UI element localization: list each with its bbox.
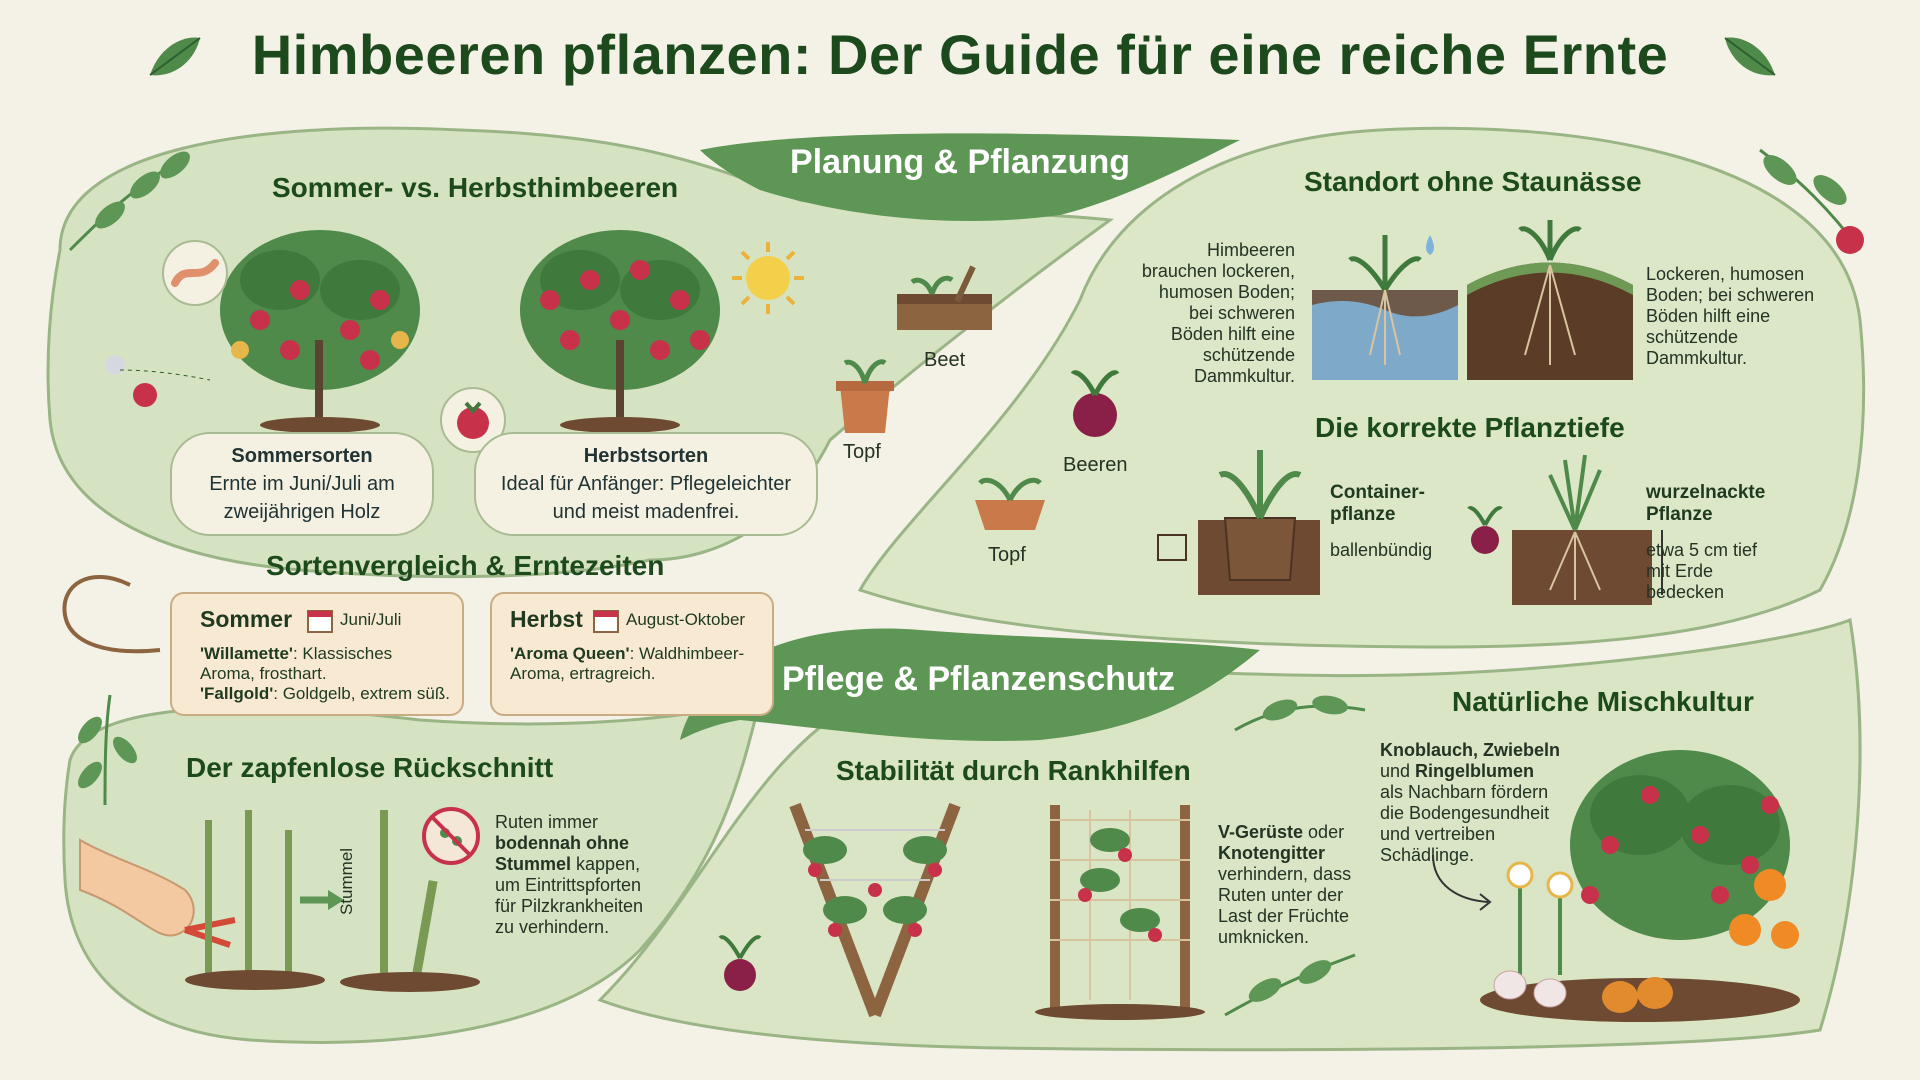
beet-root-icon (718, 935, 762, 991)
knot-trellis-illustration (1035, 805, 1205, 1020)
pruning-hand-illustration (79, 810, 325, 990)
mischkultur-mid: und (1380, 761, 1416, 781)
companion-planting-illustration (1480, 750, 1800, 1022)
sommersorten-text: Ernte im Juni/Juli am zweijährigen Holz (209, 473, 395, 523)
sommer-tag-title: Sommer (200, 606, 293, 632)
wurzel-title: wurzelnackte Pflanze (1646, 482, 1766, 525)
rueckschnitt-pre: Ruten immer (495, 812, 599, 832)
standort-heading: Standort ohne Staunässe (1304, 166, 1642, 197)
arrow-right-icon (300, 890, 344, 910)
fallgold-label: 'Fallgold' (200, 684, 274, 703)
standort-right-text: Lockeren, humosen Boden; bei schweren Bö… (1646, 264, 1815, 368)
knoblauch-label: Knoblauch, Zwiebeln (1380, 740, 1561, 760)
pflanztiefe-heading: Die korrekte Pflanztiefe (1315, 412, 1625, 443)
willamette-text: : Klassisches Aroma, frosthart. (200, 644, 393, 683)
no-fungus-icon (422, 807, 480, 865)
leaf-branch-icon (68, 151, 190, 252)
mischkultur-text: Knoblauch, Zwiebeln und Ringelblumen als… (1380, 740, 1560, 866)
flower-pot-icon (836, 359, 894, 433)
beet-root-icon (1070, 370, 1120, 437)
sommer-herbst-heading: Sommer- vs. Herbsthimbeeren (272, 172, 679, 203)
wurzel-text: etwa 5 cm tief mit Erde bedecken (1646, 540, 1758, 602)
raspberry-bush-summer-illustration (220, 230, 420, 433)
healthy-soil-illustration (1467, 220, 1633, 380)
herbstsorten-bubble: Herbstsorten Ideal für Anfänger: Pflegel… (474, 432, 818, 536)
rueckschnitt-bold: bodennah ohne Stummel (495, 833, 629, 874)
raspberry-bush-autumn-illustration (520, 230, 720, 433)
calendar-icon (593, 610, 619, 633)
section-planung: Planung & Pflanzung (790, 143, 1130, 181)
leaf-icon (149, 37, 201, 76)
mischkultur-rest: als Nachbarn fördern die Bodengesundheit… (1380, 782, 1550, 865)
rankhilfen-text: V-Gerüste oder Knotengitter verhindern, … (1218, 822, 1368, 948)
raspberry-icon (440, 387, 506, 453)
topf-label: Topf (843, 441, 881, 463)
herbst-tag-date: August-Oktober (626, 610, 746, 629)
beet-root-icon (1467, 506, 1503, 554)
sommersorten-bubble: Sommersorten Ernte im Juni/Juli am zweij… (170, 432, 434, 536)
leaf-branch-icon (1224, 953, 1356, 1017)
page-title: Himbeeren pflanzen: Der Guide für eine r… (251, 23, 1669, 86)
rankhilfen-rest: verhindern, dass Ruten unter der Last de… (1218, 864, 1352, 947)
calendar-icon (307, 610, 333, 633)
sortenvergleich-heading: Sortenvergleich & Erntezeiten (266, 550, 665, 581)
ringelblumen-label: Ringelblumen (1415, 761, 1535, 781)
leaf-branch-icon (1234, 695, 1366, 732)
aroma-queen-label: 'Aroma Queen' (510, 644, 630, 663)
mischkultur-heading: Natürliche Mischkultur (1452, 686, 1754, 717)
section-pflege: Pflege & Pflanzenschutz (782, 660, 1175, 698)
herbstsorten-title: Herbstsorten (583, 445, 709, 467)
beeren-label: Beeren (1063, 454, 1128, 476)
rankhilfen-heading: Stabilität durch Rankhilfen (836, 755, 1191, 786)
tag-string-icon (62, 574, 161, 654)
standort-left-text: Himbeeren brauchen lockeren, humosen Bod… (1141, 240, 1295, 386)
topf2-label: Topf (988, 544, 1026, 566)
sommer-tag: Sommer Juni/Juli 'Willamette': Klassisch… (170, 592, 464, 716)
sommersorten-title: Sommersorten (231, 445, 373, 467)
rankhilfen-mid: oder (1303, 822, 1345, 842)
knotengitter-label: Knotengitter (1218, 843, 1325, 863)
sun-icon (732, 242, 804, 314)
herbst-tag-title: Herbst (510, 606, 583, 632)
fallgold-text: : Goldgelb, extrem süß. (273, 684, 450, 703)
stummel-label: Stummel (337, 847, 356, 915)
aroma-queen-text: : Waldhimbeer-Aroma, ertragreich. (510, 644, 745, 683)
waterlogged-soil-illustration (1312, 235, 1458, 380)
curved-arrow-icon (1432, 854, 1492, 911)
container-text: ballenbündig (1330, 540, 1433, 560)
beet-label: Beet (924, 349, 966, 371)
sommer-tag-body: 'Willamette': Klassisches Aroma, frostha… (200, 644, 450, 704)
willamette-label: 'Willamette' (200, 644, 293, 663)
bowl-plant-icon (975, 477, 1045, 530)
leaf-icon (1724, 37, 1776, 76)
herbst-tag: Herbst August-Oktober 'Aroma Queen': Wal… (490, 592, 774, 716)
v-gerueste-label: V-Gerüste (1218, 822, 1304, 842)
herbstsorten-text: Ideal für Anfänger: Pflegeleichter und m… (500, 473, 792, 523)
bee-icon (105, 355, 211, 407)
v-trellis-illustration (789, 802, 961, 1018)
herbst-tag-body: 'Aroma Queen': Waldhimbeer-Aroma, ertrag… (510, 644, 750, 684)
raspberry-branch-icon (1759, 148, 1864, 254)
container-title: Container-pflanze (1330, 482, 1425, 525)
leaf-branch-icon (78, 694, 137, 806)
rueckschnitt-heading: Der zapfenlose Rückschnitt (186, 752, 554, 783)
cut-canes-illustration (340, 810, 480, 992)
bare-root-plant-illustration (1512, 454, 1663, 605)
rueckschnitt-post: kappen, um Eintrittspforten für Pilzkran… (495, 854, 644, 937)
garden-bed-icon (897, 265, 992, 330)
container-plant-illustration (1157, 450, 1320, 595)
sommer-tag-date: Juni/Juli (340, 610, 402, 629)
rueckschnitt-text: Ruten immer bodennah ohne Stummel kappen… (495, 812, 665, 938)
worm-icon (162, 240, 228, 306)
